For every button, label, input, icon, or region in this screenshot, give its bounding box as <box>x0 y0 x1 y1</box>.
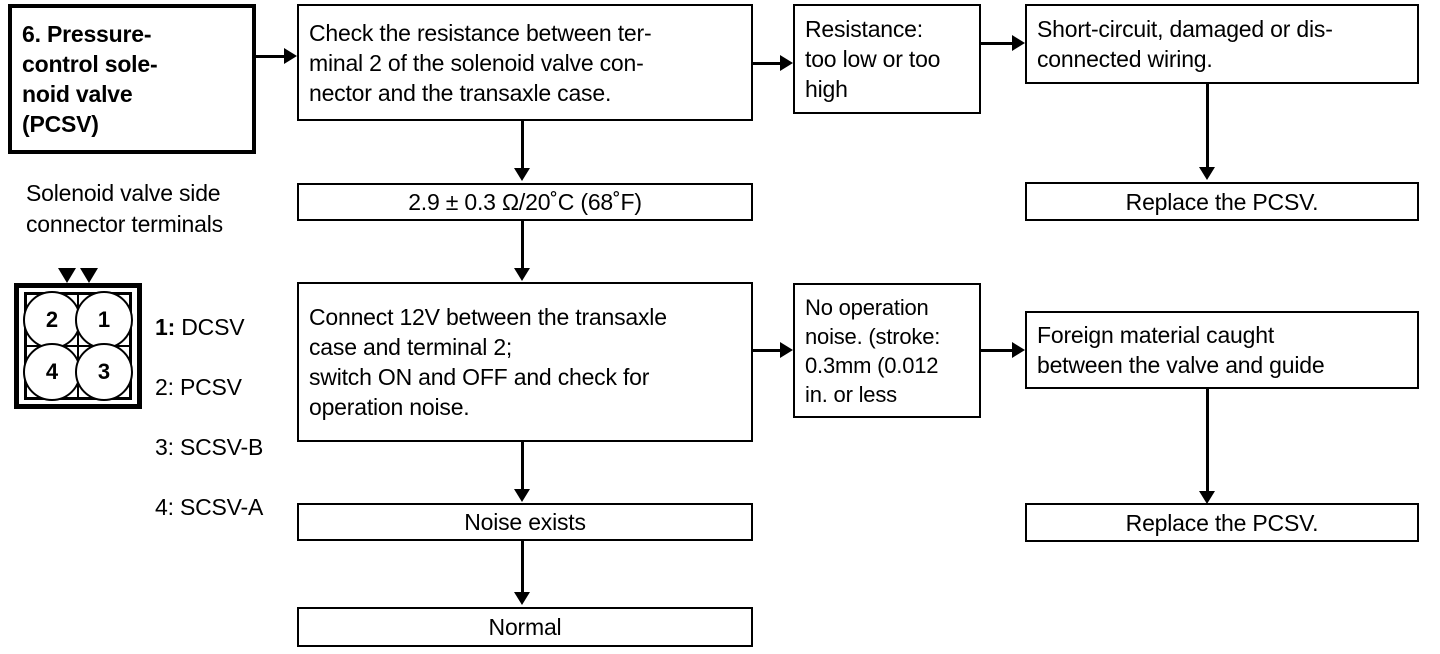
legend-num-2: 2: <box>155 374 174 400</box>
foreign-material-box: Foreign material caught between the valv… <box>1025 311 1419 389</box>
arrow-connect-to-no-noise <box>753 342 793 358</box>
wiring-fault-label: Short-circuit, damaged or dis- connected… <box>1037 16 1333 72</box>
no-operation-noise-label: No operation noise. (stroke: 0.3mm (0.01… <box>805 294 941 407</box>
legend-num-4: 4: <box>155 494 174 520</box>
connector-pin-4: 4 <box>23 343 81 401</box>
arrow-noise-to-normal <box>514 541 530 606</box>
terminal-legend: 1: DCSV 2: PCSV 3: SCSV-B 4: SCSV-A <box>155 282 263 552</box>
foreign-material-label: Foreign material caught between the valv… <box>1037 322 1325 378</box>
connector-caption: Solenoid valve side connector terminals <box>26 180 223 237</box>
pcsv-title-label: 6. Pressure- control sole- noid valve (P… <box>22 21 158 137</box>
legend-row-3: 3: SCSV-B <box>155 432 263 462</box>
noise-exists-box: Noise exists <box>297 503 753 541</box>
connector-pin-1: 1 <box>75 291 133 349</box>
arrow-check-to-spec <box>514 121 530 182</box>
arrow-title-to-check <box>256 48 297 64</box>
legend-name-4: SCSV-A <box>173 494 264 520</box>
resistance-spec-box: 2.9 ± 0.3 Ω/20˚C (68˚F) <box>297 183 753 221</box>
connector-graphic: 2 1 4 3 <box>14 268 142 409</box>
resistance-fault-label: Resistance: too low or too high <box>805 16 941 102</box>
connector-cell-top-right: 1 <box>75 291 133 349</box>
connector-pin-grid: 2 1 4 3 <box>23 291 133 401</box>
legend-row-1: 1: DCSV <box>155 312 263 342</box>
no-operation-noise-box: No operation noise. (stroke: 0.3mm (0.01… <box>793 283 981 418</box>
wiring-fault-box: Short-circuit, damaged or dis- connected… <box>1025 4 1419 84</box>
connector-cell-bottom-left: 4 <box>23 343 81 401</box>
check-resistance-label: Check the resistance between ter- minal … <box>309 19 652 106</box>
normal-box: Normal <box>297 607 753 647</box>
replace-pcsv-top-label: Replace the PCSV. <box>1125 188 1319 215</box>
pcsv-title-box: 6. Pressure- control sole- noid valve (P… <box>8 4 256 154</box>
connect-12v-box: Connect 12V between the transaxle case a… <box>297 282 753 442</box>
resistance-fault-box: Resistance: too low or too high <box>793 4 981 114</box>
connector-notch-icon <box>58 268 98 283</box>
legend-num-1: 1: <box>155 314 176 340</box>
normal-label: Normal <box>488 614 562 640</box>
legend-num-3: 3: <box>155 434 174 460</box>
legend-row-2: 2: PCSV <box>155 372 263 402</box>
arrow-spec-to-connect <box>514 221 530 282</box>
connector-pin-3: 3 <box>75 343 133 401</box>
legend-name-1: DCSV <box>175 314 245 340</box>
replace-pcsv-bottom-box: Replace the PCSV. <box>1025 503 1419 542</box>
arrow-check-to-fault <box>753 55 793 71</box>
arrow-connect-to-noise-exists <box>514 442 530 503</box>
arrow-foreign-to-replace-bottom <box>1199 389 1215 505</box>
connector-pin-2: 2 <box>23 291 81 349</box>
connector-cell-bottom-right: 3 <box>75 343 133 401</box>
noise-exists-label: Noise exists <box>464 509 586 535</box>
arrow-no-noise-to-foreign <box>981 342 1025 358</box>
arrow-fault-to-wiring <box>981 35 1025 51</box>
arrow-wiring-to-replace-top <box>1199 84 1215 181</box>
check-resistance-box: Check the resistance between ter- minal … <box>297 4 753 121</box>
legend-row-4: 4: SCSV-A <box>155 492 263 522</box>
connect-12v-label: Connect 12V between the transaxle case a… <box>309 304 667 420</box>
resistance-spec-label: 2.9 ± 0.3 Ω/20˚C (68˚F) <box>408 189 642 215</box>
legend-name-3: SCSV-B <box>173 434 264 460</box>
legend-name-2: PCSV <box>173 374 242 400</box>
connector-cell-top-left: 2 <box>23 291 81 349</box>
replace-pcsv-top-box: Replace the PCSV. <box>1025 182 1419 221</box>
replace-pcsv-bottom-label: Replace the PCSV. <box>1125 509 1319 536</box>
